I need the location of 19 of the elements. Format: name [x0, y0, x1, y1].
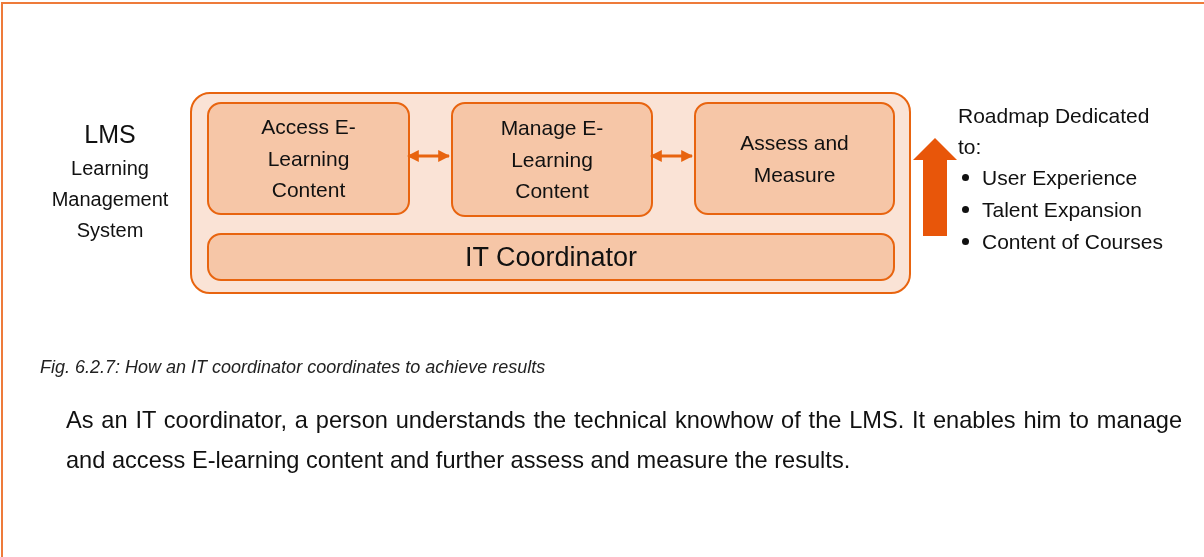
node-text: Manage E-Learning Content: [499, 115, 605, 205]
double-arrow: [406, 150, 451, 162]
process-box: [207, 102, 410, 215]
node-text: Assess and Measure: [739, 130, 850, 188]
bullet-item: Content of Courses: [960, 226, 1200, 257]
bullet-item: User Experience: [960, 162, 1200, 193]
body-paragraph: As an IT coordinator, a person understands the technical knowhow of the LMS. It enables him to manage and access E-learning content and further assess and measure the results.: [66, 406, 1182, 475]
system-title: LMS: [83, 119, 137, 150]
node-text: Access E-Learning Content: [260, 114, 357, 204]
process-box: [451, 102, 653, 217]
node-text: IT Coordinator: [464, 240, 638, 274]
roadmap-heading: Roadmap Dedicated to:: [958, 103, 1151, 160]
double-arrow: [649, 150, 694, 162]
bullet-item: Talent Expansion: [960, 194, 1200, 225]
coordinator-bar: [207, 233, 895, 281]
figure-caption: Fig. 6.2.7: How an IT coordinator coordinates to achieve results: [40, 357, 546, 378]
system-subtitle: Learning Management System: [50, 156, 170, 243]
process-box: [694, 102, 895, 215]
system-container: [190, 92, 911, 294]
